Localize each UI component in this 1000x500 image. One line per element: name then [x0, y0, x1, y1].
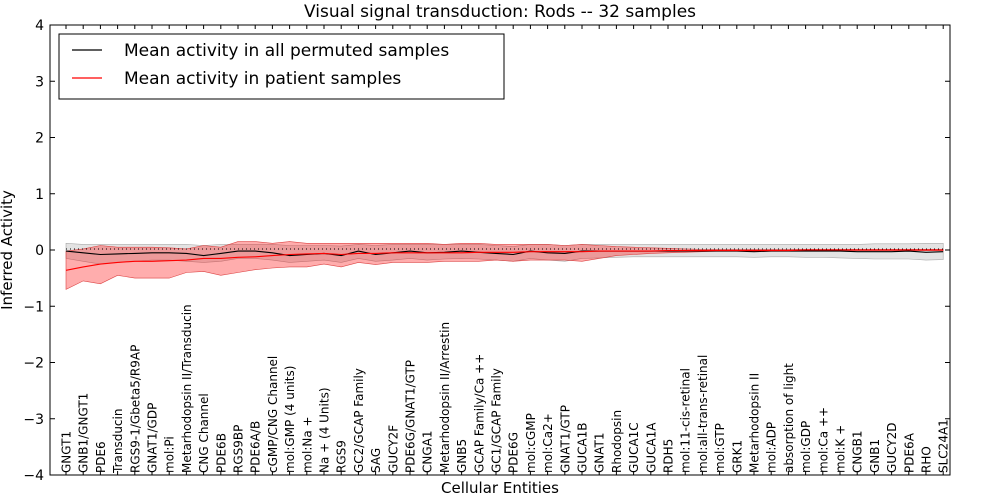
x-tick-label: GC1/GCAP Family: [490, 368, 504, 473]
x-tick-label: GRK1: [730, 440, 744, 473]
x-tick-label: Metarhodopsin II: [748, 373, 762, 473]
y-tick-label: −4: [23, 468, 44, 484]
x-tick-label: PDE6A: [902, 432, 916, 473]
x-tick-label: Transducin: [111, 409, 125, 474]
permuted-mean-line: [65, 250, 944, 257]
x-tick-label: GC2/GCAP Family: [352, 368, 366, 473]
y-tick-label: −1: [23, 299, 44, 315]
x-tick-label: mol:K +: [834, 425, 848, 473]
x-tick-label: Na + (4 Units): [318, 387, 332, 473]
patient-band: [65, 241, 944, 290]
y-axis-label: Inferred Activity: [0, 190, 16, 310]
legend-label: Mean activity in patient samples: [124, 69, 401, 89]
x-tick-label: mol:GMP (4 units): [283, 366, 297, 473]
y-tick-label: 0: [35, 243, 44, 259]
x-tick-label: GUCA1A: [644, 422, 658, 473]
x-tick-label: CNGB1: [851, 430, 865, 473]
x-tick-label: GCAP Family/Ca ++: [472, 354, 486, 473]
x-tick-label: GNAT1/GTP: [558, 405, 572, 473]
x-tick-label: GNB5: [455, 439, 469, 473]
x-tick-label: PDE6G/GNAT1/GTP: [404, 360, 418, 473]
patient-mean-line: [65, 249, 944, 271]
x-tick-label: absorption of light: [782, 363, 796, 473]
x-tick-label: CNG Channel: [197, 393, 211, 473]
x-tick-label: RDH5: [662, 439, 676, 473]
x-tick-label: GNAT1/GDP: [146, 403, 160, 473]
x-tick-label: mol:ADP: [765, 422, 779, 473]
x-tick-label: GNB1/GNGT1: [77, 393, 91, 473]
y-tick-label: −2: [23, 356, 44, 372]
x-tick-label: PDE6: [94, 441, 108, 473]
x-tick-label: RHO: [920, 446, 934, 473]
y-tick-label: 3: [35, 74, 44, 90]
x-tick-label: PDE6B: [214, 433, 228, 473]
x-tick-label: GNB1: [868, 439, 882, 473]
x-tick-label: GUCA1B: [576, 422, 590, 473]
y-tick-label: 4: [35, 18, 44, 34]
x-tick-label: RGS9BP: [232, 425, 246, 473]
x-axis-label: Cellular Entities: [441, 479, 559, 497]
x-tick-label: GUCA1C: [627, 422, 641, 473]
x-tick-label: Metarhodopsin II/Arrestin: [438, 322, 452, 473]
x-tick-label: mol:Ca ++: [816, 407, 830, 473]
x-tick-label: Rhodopsin: [610, 410, 624, 473]
x-tick-label: RGS9: [335, 440, 349, 473]
y-tick-label: 1: [35, 187, 44, 203]
x-tick-label: GNGT1: [60, 431, 74, 473]
x-tick-label: Metarhodopsin II/Transducin: [180, 304, 194, 473]
x-tick-label: GUCY2F: [386, 425, 400, 473]
x-tick-label: cGMP/CNG Channel: [266, 356, 280, 473]
x-tick-label: CNGA1: [421, 431, 435, 474]
x-tick-label: mol:Ca2+: [541, 413, 555, 473]
x-tick-label: GNAT1: [593, 432, 607, 473]
x-tick-label: mol:GDP: [799, 421, 813, 473]
x-tick-label: mol:Pi: [163, 436, 177, 473]
legend: Mean activity in all permuted samplesMea…: [58, 33, 505, 100]
y-tick-label: 2: [35, 131, 44, 147]
x-tick-label: PDE6G: [507, 432, 521, 473]
x-tick-label: PDE6A/B: [249, 421, 263, 473]
x-tick-label: mol:11-cis-retinal: [679, 368, 693, 473]
x-tick-label: SAG: [369, 448, 383, 473]
legend-label: Mean activity in all permuted samples: [124, 41, 449, 61]
y-tick-label: −3: [23, 412, 44, 428]
x-tick-label: mol:Na +: [300, 416, 314, 473]
x-tick-label: mol:GTP: [713, 423, 727, 473]
x-tick-label: GUCY2D: [885, 423, 899, 473]
x-tick-label: mol:all-trans-retinal: [696, 355, 710, 473]
x-tick-label: SLC24A1: [937, 419, 951, 473]
x-tick-label: mol:cGMP: [524, 413, 538, 473]
x-tick-label: RGS9-1/Gbeta5/R9AP: [128, 345, 142, 473]
chart-title: Visual signal transduction: Rods -- 32 s…: [304, 2, 696, 22]
legend-box: [58, 33, 505, 100]
